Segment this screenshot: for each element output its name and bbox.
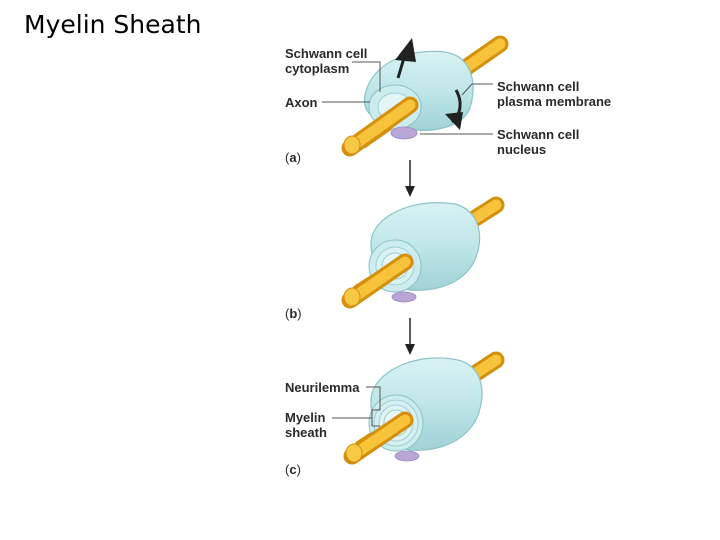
label-schwann-cytoplasm: Schwann cell cytoplasm (285, 46, 368, 76)
slide-title: Myelin Sheath (24, 10, 202, 39)
arrow-a-to-b (405, 160, 415, 197)
label-myelin-sheath: Myelin sheath (285, 410, 327, 440)
panel-label-c: (c) (285, 462, 301, 477)
arrow-b-to-c (405, 318, 415, 355)
panel-label-b: (b) (285, 306, 302, 321)
schwann-nucleus-a (390, 126, 418, 140)
label-axon: Axon (285, 95, 318, 110)
panel-b-illustration (341, 196, 505, 309)
label-plasma-membrane: Schwann cell plasma membrane (497, 79, 612, 109)
schwann-nucleus-c (394, 450, 420, 462)
rotation-arrow-up (396, 57, 406, 79)
label-neurilemma: Neurilemma (285, 380, 360, 395)
schwann-nucleus-b (391, 291, 417, 303)
panel-label-a: (a) (285, 150, 301, 165)
label-schwann-nucleus: Schwann cell nucleus (497, 127, 580, 157)
panel-c-illustration (343, 351, 505, 465)
panel-a-illustration (341, 35, 509, 157)
leader-lines (322, 61, 493, 427)
